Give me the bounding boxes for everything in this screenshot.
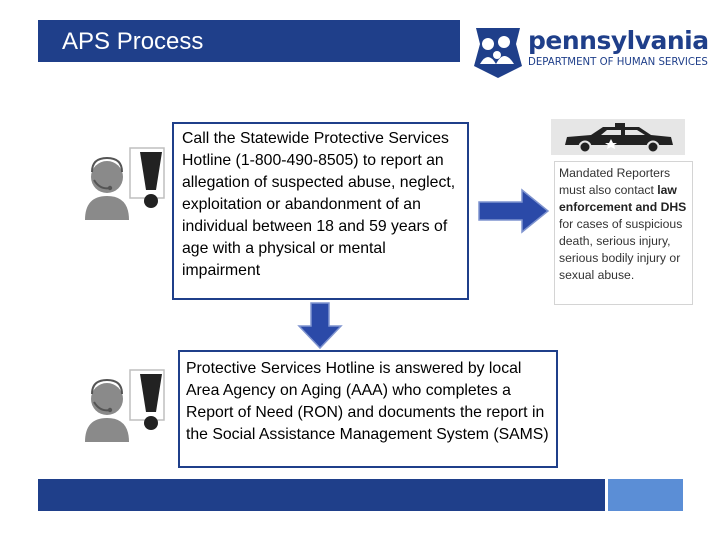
arrow-right-icon bbox=[478, 188, 550, 234]
page-title: APS Process bbox=[62, 28, 204, 55]
arrow-down-icon bbox=[297, 302, 343, 350]
pa-dhs-logo: pennsylvania DEPARTMENT OF HUMAN SERVICE… bbox=[470, 22, 710, 80]
mandated-text-2: for cases of suspicious death, serious i… bbox=[559, 217, 683, 282]
step-1-box: Call the Statewide Protective Services H… bbox=[172, 122, 469, 300]
mandated-text-bold: law enforcement and DHS bbox=[559, 183, 687, 214]
logo-name: pennsylvania bbox=[528, 26, 709, 55]
footer-accent bbox=[608, 479, 683, 511]
footer-bar bbox=[38, 479, 605, 511]
title-bar: APS Process bbox=[38, 20, 460, 62]
step-1-text: Call the Statewide Protective Services H… bbox=[182, 130, 456, 279]
police-car-icon bbox=[551, 119, 685, 155]
step-2-box: Protective Services Hotline is answered … bbox=[178, 350, 558, 468]
mandated-text-1: Mandated Reporters must also contact bbox=[559, 166, 671, 197]
logo-department: DEPARTMENT OF HUMAN SERVICES bbox=[528, 57, 708, 68]
exclamation-icon bbox=[140, 152, 162, 208]
exclamation-icon-2 bbox=[140, 374, 162, 430]
mandated-reporters-note: Mandated Reporters must also contact law… bbox=[554, 161, 693, 305]
pa-keystone-family-icon bbox=[474, 28, 522, 78]
step-2-text: Protective Services Hotline is answered … bbox=[186, 360, 549, 443]
